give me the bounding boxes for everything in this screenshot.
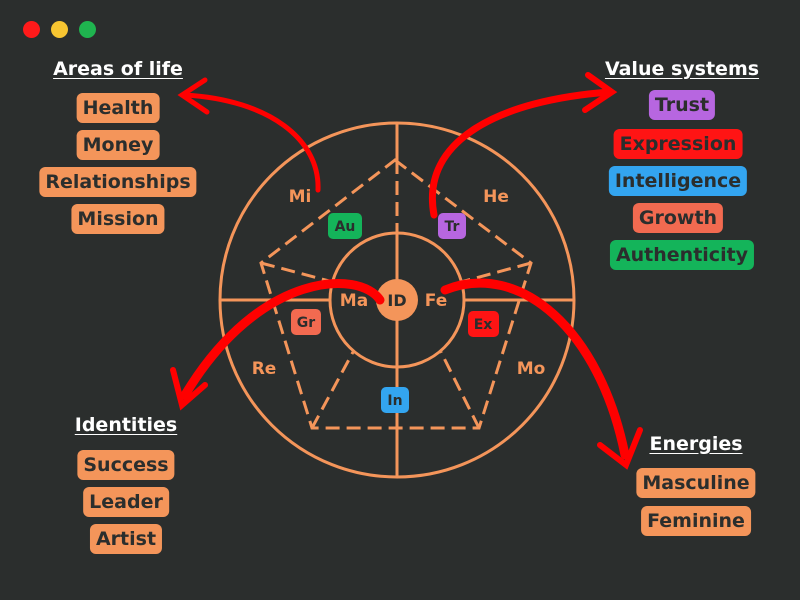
energy-feminine: Feminine [641, 506, 751, 536]
value-authenticity: Authenticity [609, 240, 755, 270]
arrow-to-areas [182, 92, 321, 193]
identity-artist: Artist [89, 524, 163, 554]
identity-leader: Leader [83, 487, 169, 517]
identities-title: Identities [74, 414, 178, 436]
area-money: Money [76, 130, 160, 160]
svg-text:In: In [387, 393, 402, 409]
svg-text:Tr: Tr [445, 219, 460, 235]
value-trust: Trust [648, 90, 716, 120]
svg-text:Au: Au [335, 219, 356, 235]
area-mission: Mission [71, 204, 165, 234]
energies-title: Energies [649, 433, 743, 455]
value-systems-title: Value systems [604, 58, 760, 80]
badge-tr: Tr [438, 213, 466, 239]
dashed-pentagon [259, 158, 533, 430]
label-he: He [483, 187, 509, 207]
badge-ex: Ex [468, 311, 499, 337]
area-relationships: Relationships [39, 167, 197, 197]
area-health: Health [76, 93, 160, 123]
arrow-to-identities [180, 279, 385, 400]
identity-success: Success [77, 450, 175, 480]
label-mo: Mo [517, 359, 546, 379]
badge-gr: Gr [291, 309, 321, 335]
label-ma: Ma [340, 291, 368, 311]
window-maximize-button[interactable] [79, 21, 96, 38]
arrow-head-identities [170, 367, 208, 411]
window-minimize-button[interactable] [51, 21, 68, 38]
value-expression: Expression [613, 129, 743, 159]
arrow-to-values [428, 88, 614, 219]
id-label: ID [387, 291, 406, 310]
label-mi: Mi [289, 187, 312, 207]
areas-of-life-title: Areas of life [53, 58, 183, 80]
label-re: Re [252, 359, 277, 379]
badge-au: Au [328, 213, 362, 239]
id-center-circle [376, 279, 418, 321]
arrow-head-values [582, 72, 618, 113]
value-intelligence: Intelligence [608, 166, 748, 196]
badge-in: In [381, 387, 409, 413]
arrow-to-energies [440, 278, 630, 460]
arrow-head-energies [597, 427, 643, 470]
arrow-head-areas [177, 77, 210, 115]
energy-masculine: Masculine [636, 468, 756, 498]
value-growth: Growth [632, 203, 724, 233]
svg-text:Gr: Gr [297, 315, 315, 331]
label-fe: Fe [425, 291, 447, 311]
window-close-button[interactable] [23, 21, 40, 38]
svg-text:Ex: Ex [474, 317, 493, 333]
